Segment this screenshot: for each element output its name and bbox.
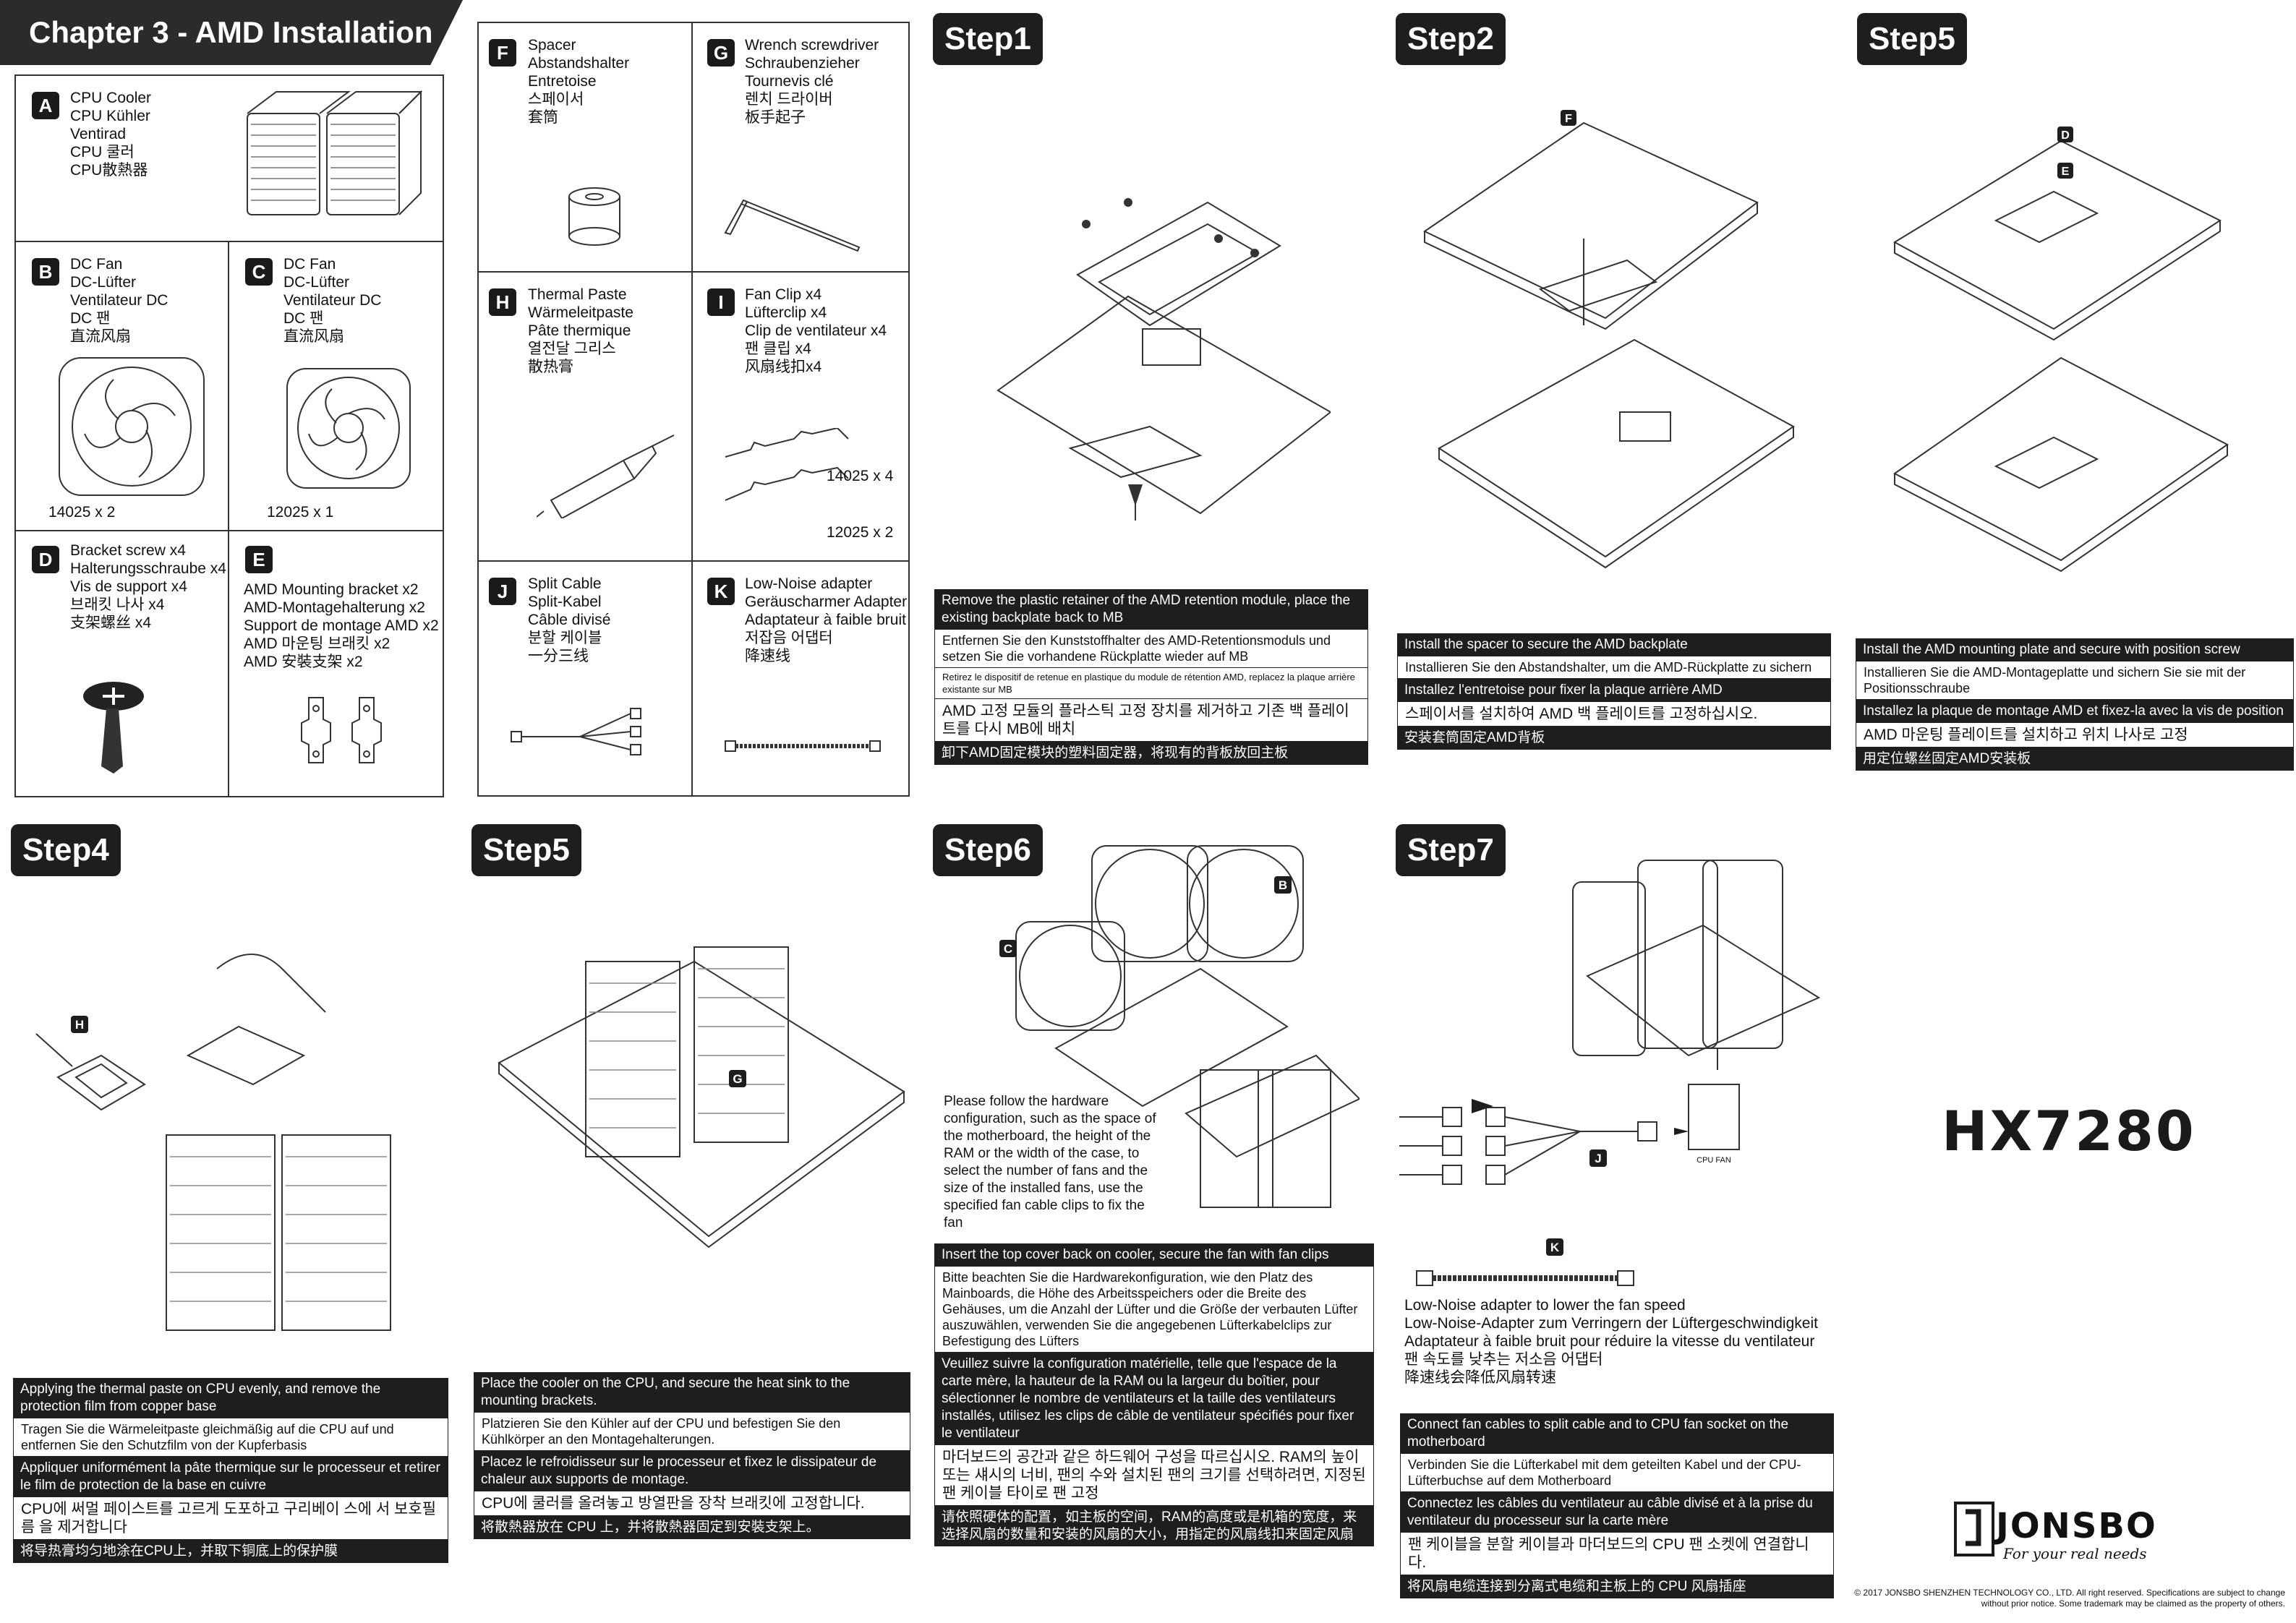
copyright-notice: © 2017 JONSBO SHENZHEN TECHNOLOGY CO., L… [1854, 1588, 2285, 1609]
fan-120-illustration [286, 368, 411, 489]
step3-mounting-plate-illustration: D E [1892, 127, 2229, 573]
part-letter: E [245, 546, 273, 573]
step7-description: Connect fan cables to split cable and to… [1400, 1413, 1834, 1598]
diagram-label-f: F [1565, 113, 1572, 125]
diagram-label-b: B [1279, 878, 1287, 892]
chapter-title: Chapter 3 - AMD Installation [0, 0, 463, 65]
diagram-label-j: J [1595, 1152, 1601, 1165]
diagram-label-k: K [1550, 1241, 1560, 1254]
step6-description: Insert the top cover back on cooler, sec… [934, 1243, 1374, 1546]
step7-adapter-illustration [1416, 1270, 1634, 1286]
part-letter: F [489, 39, 516, 67]
step4-description: Applying the thermal paste on CPU evenly… [13, 1378, 448, 1563]
mounting-bracket-illustration [301, 697, 382, 763]
part-letter: D [32, 546, 59, 573]
cpu-cooler-illustration [247, 90, 423, 215]
step1-description: Remove the plastic retainer of the AMD r… [934, 589, 1368, 765]
step5-badge: Step5 [471, 824, 581, 876]
brand-logo: JONSBO For your real needs [1953, 1500, 2169, 1565]
diagram-label-e: E [2062, 166, 2070, 178]
thermal-paste-syringe-illustration [537, 434, 675, 518]
diagram-label-g: G [733, 1072, 742, 1086]
fan-140-illustration [59, 357, 205, 496]
step6-fan-install-illustration: B C [999, 845, 1360, 1208]
part-letter: B [32, 258, 59, 286]
step4-thermal-paste-illustration: H [35, 954, 391, 1331]
diagram-label-d: D [2061, 129, 2070, 142]
step5-cooler-install-illustration: G [498, 946, 905, 1249]
low-noise-adapter-illustration [725, 740, 881, 752]
step7-badge: Step7 [1396, 824, 1506, 876]
part-letter: H [489, 288, 516, 316]
wrench-screwdriver-illustration [724, 199, 861, 252]
diagram-label-c: C [1004, 942, 1012, 956]
brand-tagline: For your real needs [2003, 1545, 2147, 1562]
spacer-illustration [568, 187, 620, 246]
fan-quantity: 14025 x 2 [48, 504, 116, 521]
part-letter: J [489, 578, 516, 605]
brand-mark-icon [1954, 1502, 1994, 1556]
cpu-fan-label: CPU FAN [1697, 1156, 1731, 1165]
clip-quantity: 14025 x 4 [827, 468, 894, 484]
fan-quantity: 12025 x 1 [267, 504, 334, 521]
step3-description: Install the AMD mounting plate and secur… [1856, 638, 2294, 771]
part-letter: I [707, 288, 735, 316]
step3-badge: Step5 [1857, 13, 1967, 65]
step2-badge: Step2 [1396, 13, 1506, 65]
part-letter: G [707, 39, 735, 67]
part-letter: K [707, 578, 735, 605]
step2-description: Install the spacer to secure the AMD bac… [1397, 633, 1831, 750]
split-cable-illustration [511, 708, 641, 755]
step7-cable-connection-illustration: J CPU FAN K [1399, 860, 1821, 1256]
part-letter: C [245, 258, 273, 286]
product-model: HX7280 [1942, 1099, 2196, 1163]
step1-backplate-illustration [997, 198, 1331, 521]
brand-name: JONSBO [1996, 1506, 2157, 1546]
step1-badge: Step1 [933, 13, 1043, 65]
clip-quantity: 12025 x 2 [827, 524, 894, 541]
screw-illustration [83, 682, 144, 774]
part-letter: A [32, 92, 59, 119]
step6-note: Please follow the hardware configuration… [944, 1094, 1156, 1230]
step5-description: Place the cooler on the CPU, and secure … [474, 1372, 910, 1539]
diagram-label-h: H [75, 1018, 84, 1032]
step7-adapter-note: Low-Noise adapter to lower the fan speed… [1404, 1297, 1818, 1386]
fan-clip-illustration [725, 428, 849, 501]
step4-badge: Step4 [11, 824, 121, 876]
step2-spacer-illustration: F [1423, 110, 1795, 569]
step6-badge: Step6 [933, 824, 1043, 876]
